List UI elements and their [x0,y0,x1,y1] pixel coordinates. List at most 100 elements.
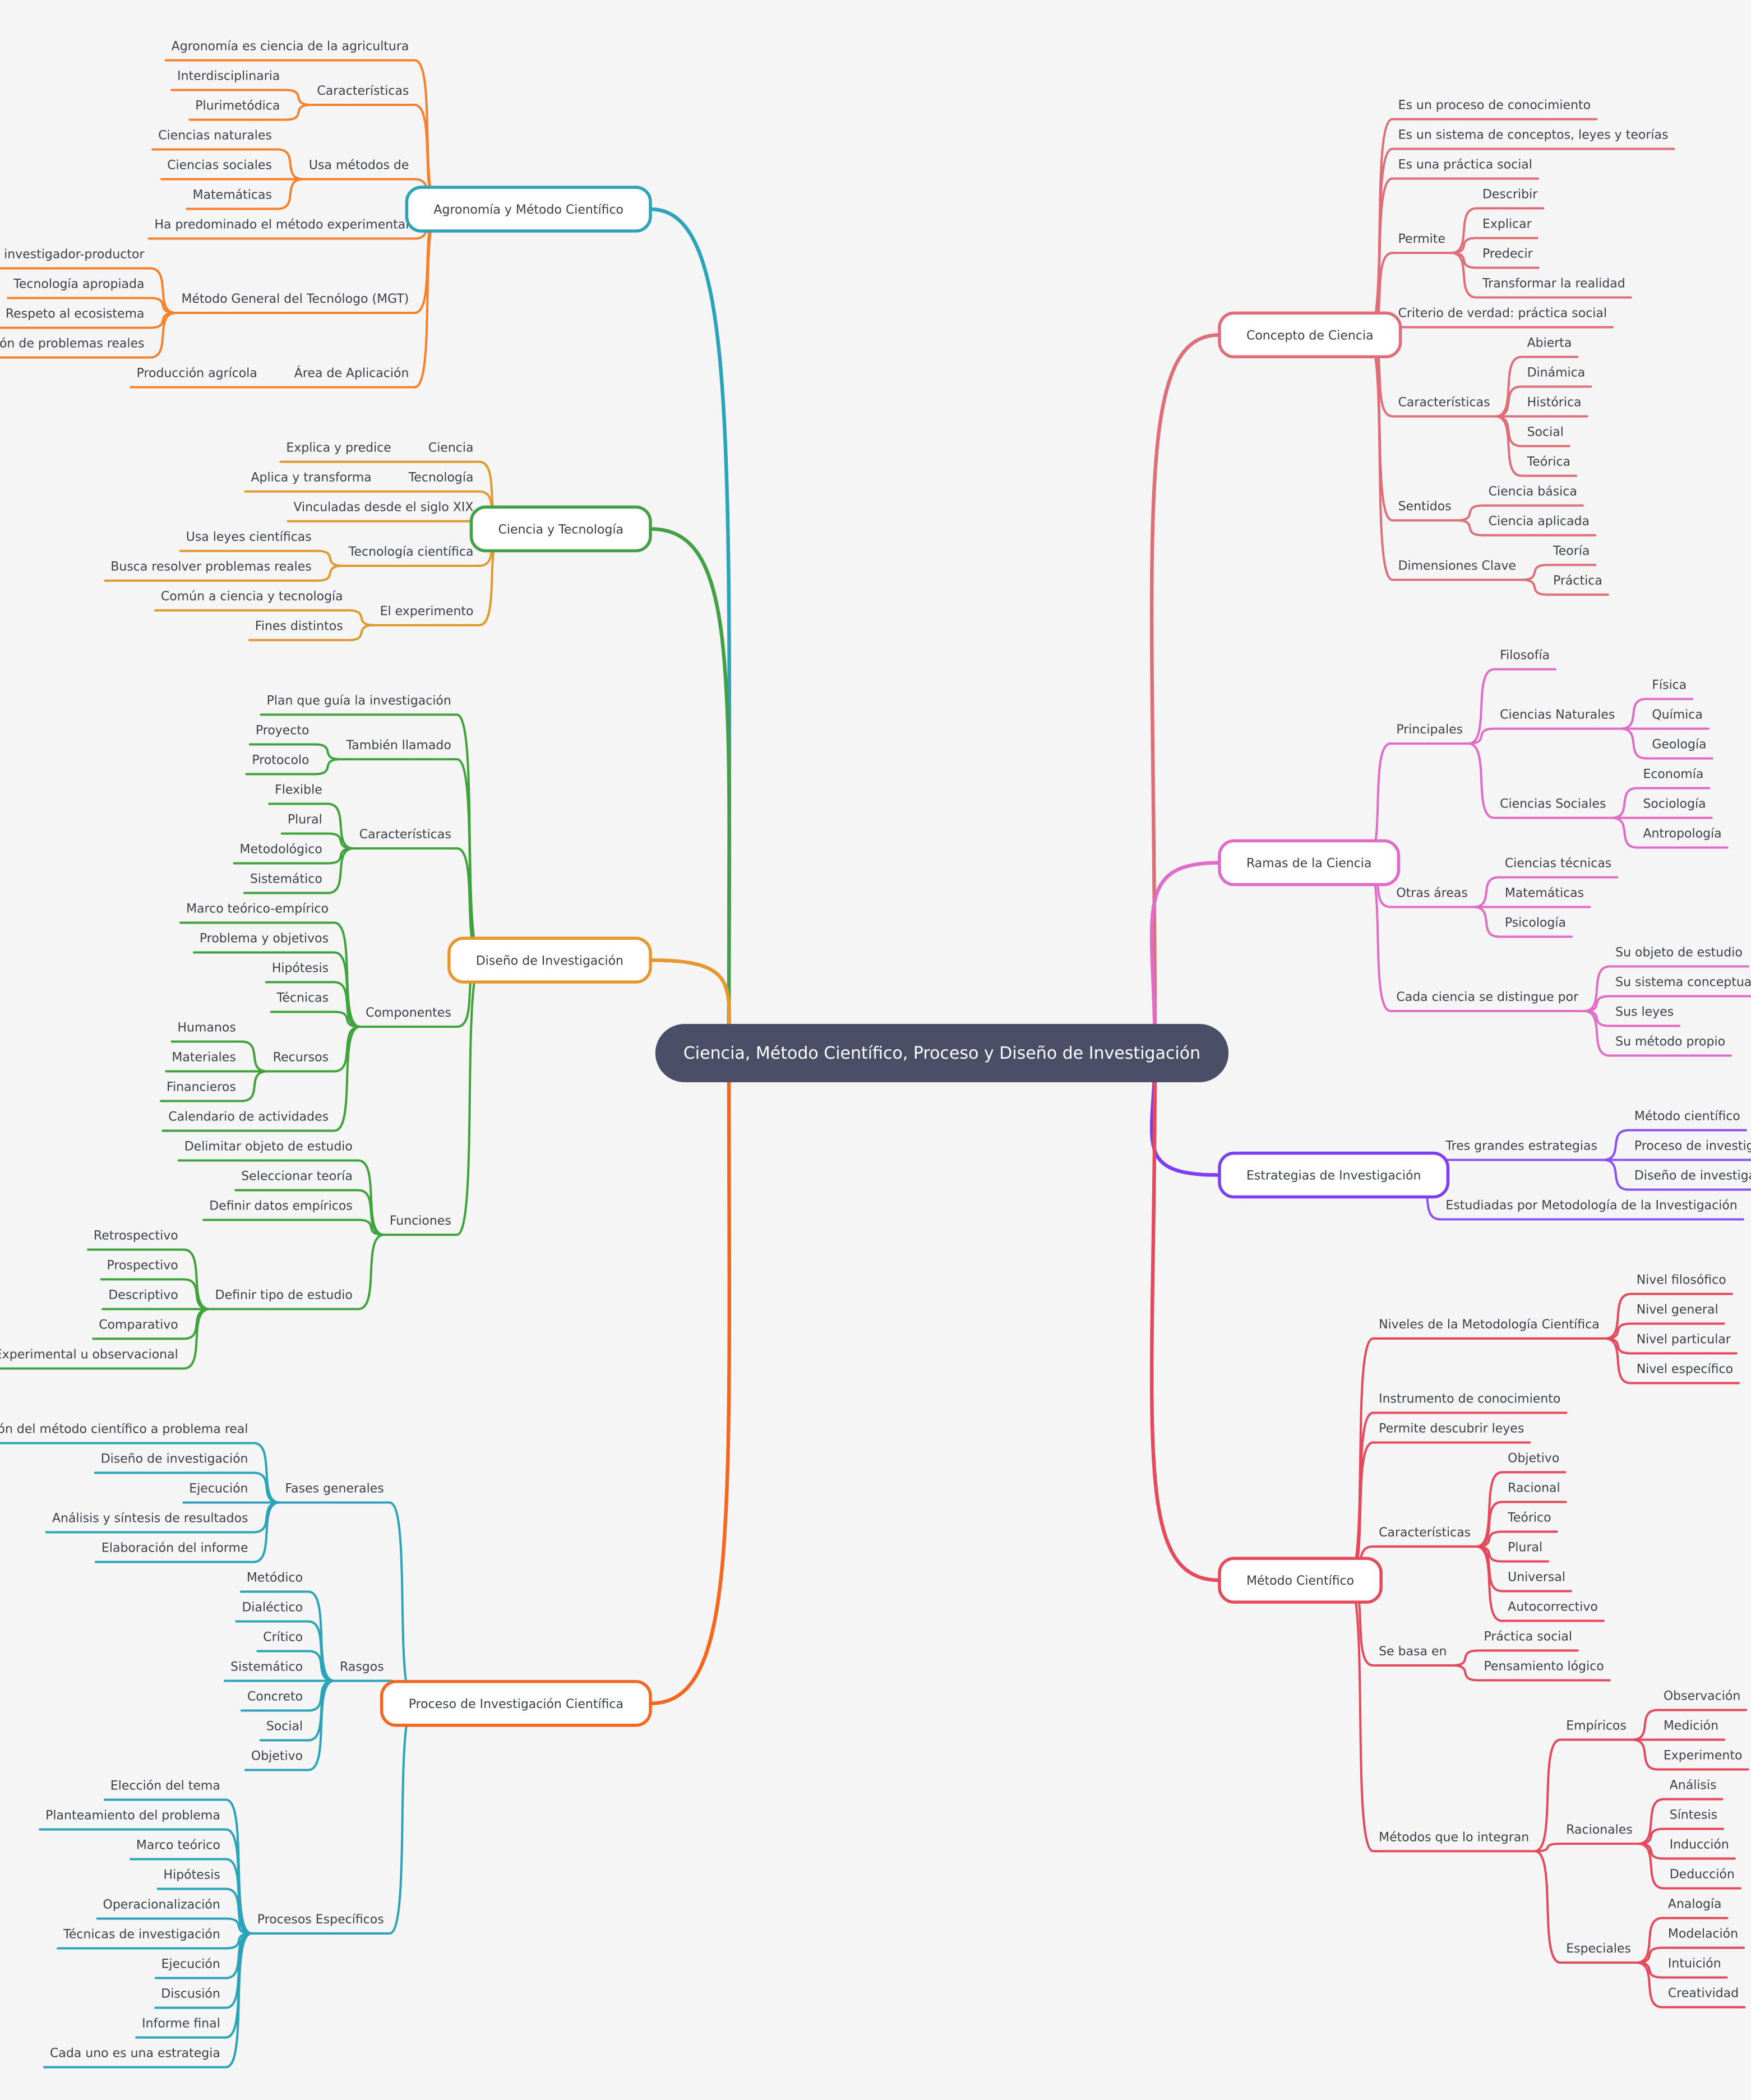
branch-label[interactable]: Proceso de Investigación Científica [409,1697,623,1711]
central-node[interactable] [655,1024,1229,1082]
topic-label[interactable]: Diseño de investigación [101,1452,248,1466]
topic-label[interactable]: Ciencia [428,441,474,455]
topic-label[interactable]: Metodológico [240,843,322,857]
topic-label[interactable]: Ciencia básica [1489,485,1577,499]
topic-label[interactable]: Deducción [1670,1868,1735,1882]
topic-label[interactable]: Funciones [390,1214,451,1228]
topic-label[interactable]: Crítico [263,1631,303,1645]
topic-label[interactable]: Matemáticas [1505,887,1584,901]
topic-label[interactable]: Ejecución [189,1482,248,1496]
topic-label[interactable]: Ciencia aplicada [1489,515,1590,529]
topic-label[interactable]: Plural [1508,1541,1542,1555]
topic-label[interactable]: Tecnología científica [348,545,474,559]
topic-label[interactable]: Características [317,84,409,98]
topic-label[interactable]: Ciencias Sociales [1500,797,1606,811]
topic-label[interactable]: Filosofía [1500,649,1550,663]
topic-label[interactable]: Ciencias Naturales [1500,708,1615,722]
branch-label[interactable]: Método Científico [1246,1574,1354,1588]
topic-label[interactable]: Características [1398,396,1490,410]
topic-label[interactable]: Plan que guía la investigación [267,694,451,708]
topic-label[interactable]: Solución de problemas reales [0,337,145,351]
topic-label[interactable]: Cada ciencia se distingue por [1396,990,1579,1004]
topic-label[interactable]: Sentidos [1398,500,1452,514]
topic-label[interactable]: Cada uno es una estrategia [50,2047,220,2061]
topic-label[interactable]: Niveles de la Metodología Científica [1379,1318,1600,1332]
topic-label[interactable]: Hipótesis [272,962,329,976]
topic-label[interactable]: Hipótesis [164,1868,220,1882]
topic-label[interactable]: Psicología [1505,916,1566,930]
topic-label[interactable]: Informe final [142,2017,220,2031]
topic-label[interactable]: Objetivo [1508,1452,1559,1466]
topic-label[interactable]: Materiales [172,1051,235,1065]
topic-label[interactable]: Operacionalización [103,1898,220,1912]
branch-label[interactable]: Concepto de Ciencia [1246,329,1374,343]
topic-label[interactable]: Técnicas de investigación [63,1928,220,1942]
topic-label[interactable]: Común a ciencia y tecnología [161,590,343,604]
branch-node[interactable] [1218,1151,1450,1199]
topic-label[interactable]: Marco teórico-empírico [186,902,329,916]
topic-label[interactable]: Sistemático [250,873,322,887]
topic-label[interactable]: Nivel filosófico [1637,1273,1726,1287]
branch-node[interactable] [1218,1557,1383,1604]
topic-label[interactable]: Síntesis [1670,1808,1717,1822]
topic-label[interactable]: Marco teórico [136,1839,220,1853]
topic-label[interactable]: Métodos que lo integran [1379,1830,1529,1844]
topic-label[interactable]: Retrospectivo [94,1229,178,1243]
topic-label[interactable]: Análisis [1670,1779,1717,1793]
topic-label[interactable]: Asociación investigador-productor [0,248,145,262]
topic-label[interactable]: Ciencias naturales [158,129,272,143]
topic-label[interactable]: Su método propio [1615,1035,1725,1049]
topic-label[interactable]: Antropología [1643,827,1721,841]
topic-label[interactable]: Teoría [1553,544,1590,559]
topic-label[interactable]: Características [359,828,451,842]
topic-label[interactable]: Explica y predice [286,441,391,455]
topic-label[interactable]: Análisis y síntesis de resultados [52,1512,248,1526]
topic-label[interactable]: Su objeto de estudio [1615,946,1743,960]
topic-label[interactable]: Agronomía es ciencia de la agricultura [172,40,409,54]
topic-label[interactable]: Es un proceso de conocimiento [1398,99,1591,113]
topic-label[interactable]: Vinculadas desde el siglo XIX [293,501,473,515]
topic-label[interactable]: Sus leyes [1615,1005,1674,1019]
topic-label[interactable]: Histórica [1527,396,1582,410]
topic-label[interactable]: Dinámica [1527,366,1586,380]
topic-label[interactable]: Explicar [1482,218,1532,232]
topic-label[interactable]: Su sistema conceptual [1615,976,1751,990]
topic-label[interactable]: Humanos [178,1021,236,1035]
topic-label[interactable]: Ha predominado el método experimental [154,218,409,232]
branch-node[interactable] [447,936,652,984]
topic-label[interactable]: Procesos Específicos [257,1913,384,1927]
topic-label[interactable]: Elaboración del informe [101,1541,248,1556]
topic-label[interactable]: Definir tipo de estudio [215,1289,353,1303]
topic-label[interactable]: Ejecución [161,1958,220,1972]
topic-label[interactable]: Componentes [366,1006,451,1020]
topic-label[interactable]: Área de Aplicación [294,366,409,381]
branch-label[interactable]: Ramas de la Ciencia [1246,857,1371,871]
topic-label[interactable]: Respeto al ecosistema [6,307,145,321]
topic-label[interactable]: Autocorrectivo [1508,1600,1598,1614]
branch-label[interactable]: Agronomía y Método Científico [433,203,623,217]
topic-label[interactable]: El experimento [380,604,474,619]
topic-label[interactable]: Fines distintos [255,620,343,634]
topic-label[interactable]: Método científico [1634,1110,1740,1124]
topic-label[interactable]: Calendario de actividades [168,1110,329,1124]
topic-label[interactable]: Permite [1398,232,1445,246]
topic-label[interactable]: Sistemático [230,1660,303,1674]
branch-label[interactable]: Diseño de Investigación [476,954,623,968]
topic-label[interactable]: Transformar la realidad [1482,277,1625,291]
topic-label[interactable]: Prospectivo [107,1259,178,1273]
branch-node[interactable] [1218,839,1401,887]
topic-label[interactable]: Dialéctico [242,1601,303,1615]
topic-label[interactable]: Geología [1652,738,1706,752]
topic-label[interactable]: Permite descubrir leyes [1379,1422,1524,1436]
topic-label[interactable]: Financieros [167,1081,236,1095]
topic-label[interactable]: Creatividad [1668,1987,1739,2001]
topic-label[interactable]: Abierta [1527,336,1572,350]
topic-label[interactable]: Social [266,1720,303,1734]
topic-label[interactable]: Medición [1664,1719,1718,1733]
topic-label[interactable]: Estudiadas por Metodología de la Investi… [1445,1199,1737,1213]
topic-label[interactable]: Intuición [1668,1957,1721,1971]
topic-label[interactable]: Producción agrícola [137,367,257,381]
topic-label[interactable]: Química [1652,708,1703,722]
topic-label[interactable]: Matemáticas [193,188,272,202]
topic-label[interactable]: Diseño de investigación [1634,1169,1751,1183]
